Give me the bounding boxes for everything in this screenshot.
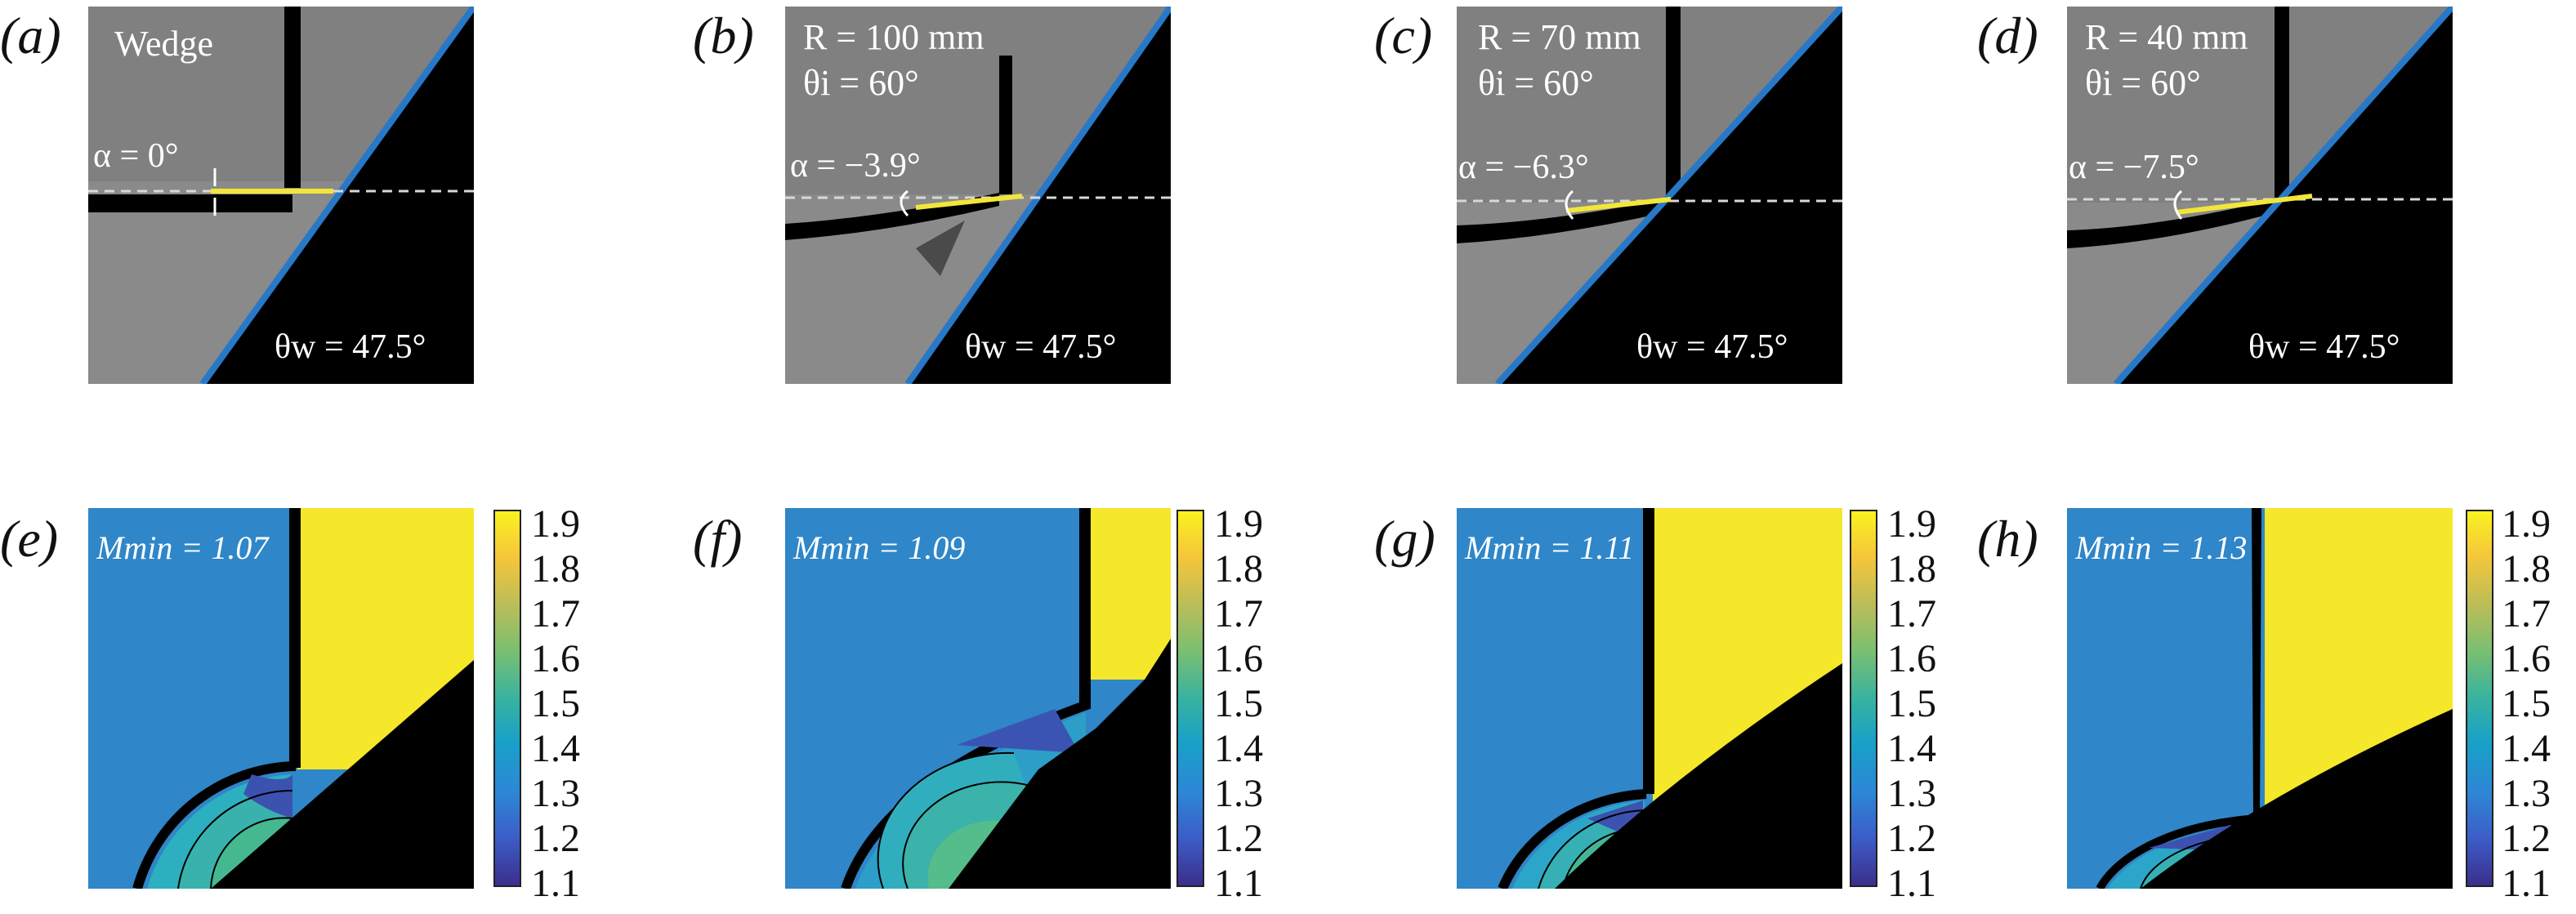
panel-label-f: (f) (693, 510, 743, 568)
theta-i-annotation: θi = 60° (1478, 63, 1594, 103)
colorbar-tick: 1.6 (531, 637, 580, 680)
panel-label-g: (g) (1374, 510, 1435, 568)
colorbar-tick: 1.3 (1214, 772, 1263, 815)
panel-label-a: (a) (0, 7, 61, 65)
theta-i-annotation: θi = 60° (803, 63, 919, 103)
schlieren-panel-a: Wedge α = 0° θw = 47.5° (88, 7, 474, 384)
colorbar-f (1176, 510, 1204, 887)
alpha-annotation: α = −3.9° (790, 147, 921, 185)
alpha-annotation: α = −6.3° (1458, 149, 1589, 186)
colorbar-tick: 1.8 (1214, 547, 1263, 591)
colorbar-tick: 1.1 (2502, 862, 2551, 905)
colorbar-tick: 1.6 (2502, 637, 2551, 680)
colorbar-tick: 1.9 (1214, 502, 1263, 546)
mach-panel-e: Mmin = 1.07 (88, 508, 474, 889)
colorbar-tick: 1.4 (1214, 727, 1263, 770)
colorbar-tick: 1.9 (2502, 502, 2551, 546)
theta-w-annotation: θw = 47.5° (1636, 328, 1788, 366)
colorbar-g (1850, 510, 1877, 887)
colorbar-tick: 1.2 (531, 817, 580, 860)
colorbar-tick: 1.2 (1887, 817, 1936, 860)
colorbar-tick: 1.3 (1887, 772, 1936, 815)
colorbar-tick: 1.7 (1214, 592, 1263, 635)
panel-label-e: (e) (0, 510, 59, 568)
radius-annotation: R = 100 mm (803, 17, 984, 57)
colorbar-tick: 1.3 (2502, 772, 2551, 815)
colorbar-tick: 1.8 (531, 547, 580, 591)
colorbar-h (2466, 510, 2493, 887)
panel-label-h: (h) (1977, 510, 2038, 568)
schlieren-panel-c: R = 70 mm θi = 60° α = −6.3° θw = 47.5° (1457, 7, 1842, 384)
colorbar-tick: 1.4 (1887, 727, 1936, 770)
panel-label-d: (d) (1977, 7, 2038, 65)
colorbar-tick: 1.7 (531, 592, 580, 635)
radius-annotation: R = 40 mm (2085, 17, 2248, 57)
colorbar-tick: 1.6 (1887, 637, 1936, 680)
colorbar-tick: 1.9 (1887, 502, 1936, 546)
mmin-annotation: Mmin = 1.11 (1464, 529, 1634, 566)
colorbar-e (493, 510, 521, 887)
panel-title: Wedge (114, 24, 213, 64)
colorbar-tick: 1.8 (1887, 547, 1936, 591)
colorbar-tick: 1.7 (2502, 592, 2551, 635)
colorbar-tick: 1.5 (1214, 682, 1263, 725)
colorbar-tick: 1.5 (2502, 682, 2551, 725)
schlieren-panel-b: R = 100 mm θi = 60° α = −3.9° θw = 47.5° (785, 7, 1171, 384)
colorbar-tick: 1.1 (1887, 862, 1936, 905)
theta-w-annotation: θw = 47.5° (2248, 328, 2400, 366)
mach-panel-f: Mmin = 1.09 (785, 508, 1171, 889)
theta-w-annotation: θw = 47.5° (965, 328, 1116, 366)
colorbar-tick: 1.7 (1887, 592, 1936, 635)
colorbar-tick: 1.3 (531, 772, 580, 815)
colorbar-tick: 1.9 (531, 502, 580, 546)
radius-annotation: R = 70 mm (1478, 17, 1641, 57)
mmin-annotation: Mmin = 1.07 (96, 529, 270, 566)
colorbar-tick: 1.4 (2502, 727, 2551, 770)
mach-panel-g: Mmin = 1.11 (1457, 508, 1842, 889)
colorbar-tick: 1.4 (531, 727, 580, 770)
schlieren-panel-d: R = 40 mm θi = 60° α = −7.5° θw = 47.5° (2067, 7, 2453, 384)
mach-panel-h: Mmin = 1.13 (2067, 508, 2453, 889)
colorbar-tick: 1.6 (1214, 637, 1263, 680)
mmin-annotation: Mmin = 1.13 (2074, 529, 2247, 566)
panel-label-c: (c) (1374, 7, 1433, 65)
colorbar-tick: 1.8 (2502, 547, 2551, 591)
theta-w-annotation: θw = 47.5° (275, 328, 426, 366)
colorbar-tick: 1.5 (1887, 682, 1936, 725)
mmin-annotation: Mmin = 1.09 (792, 529, 965, 566)
alpha-annotation: α = 0° (93, 137, 179, 175)
colorbar-tick: 1.5 (531, 682, 580, 725)
alpha-annotation: α = −7.5° (2069, 149, 2199, 186)
colorbar-tick: 1.1 (1214, 862, 1263, 905)
panel-label-b: (b) (693, 7, 754, 65)
colorbar-tick: 1.2 (1214, 817, 1263, 860)
colorbar-tick: 1.2 (2502, 817, 2551, 860)
colorbar-tick: 1.1 (531, 862, 580, 905)
theta-i-annotation: θi = 60° (2085, 63, 2201, 103)
